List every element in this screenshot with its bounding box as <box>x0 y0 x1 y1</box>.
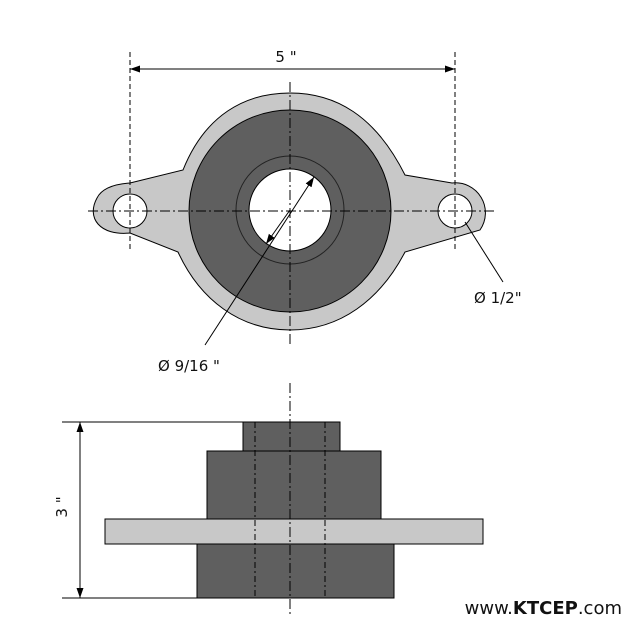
side-top-collar <box>242 421 341 452</box>
bore-diameter-arrow <box>265 209 291 245</box>
side-upper-body <box>206 450 382 520</box>
watermark: www.KTCEP.com <box>465 598 622 619</box>
top-view: 5 " Ø 9/16 " Ø 1/2" <box>88 48 522 375</box>
watermark-name: KTCEP <box>512 598 578 619</box>
side-view: 3 " <box>53 383 484 615</box>
bore-diameter-label: Ø 9/16 " <box>158 357 220 375</box>
bore-diameter-leader <box>204 176 315 346</box>
watermark-suffix: .com <box>577 598 622 619</box>
side-flange <box>104 518 484 545</box>
width-label: 5 " <box>275 48 296 66</box>
side-lower-body <box>196 543 395 599</box>
watermark-prefix: www. <box>464 598 513 619</box>
height-label: 3 " <box>53 496 71 517</box>
bolt-hole-leader <box>464 221 504 283</box>
bolt-hole-label: Ø 1/2" <box>474 289 522 307</box>
